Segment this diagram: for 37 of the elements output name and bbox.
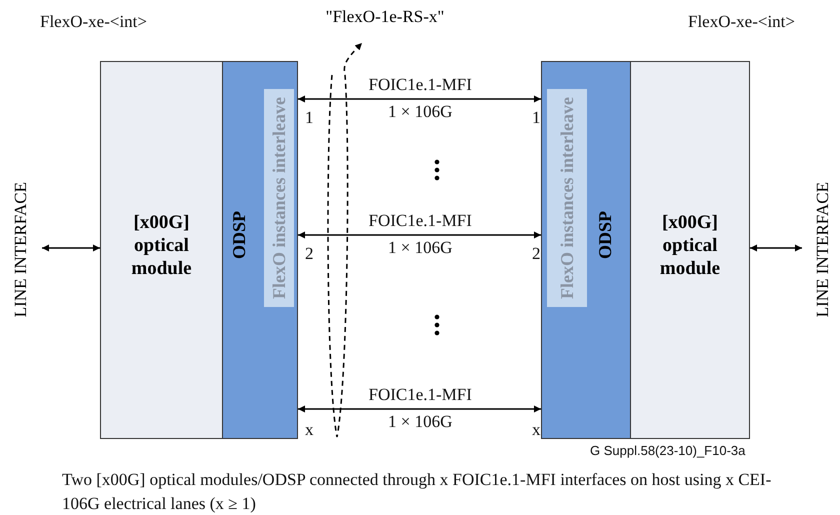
edge-label: FOIC1e.1-MFI [368, 75, 472, 95]
rate-label: 1 × 106G [388, 238, 452, 258]
figure-id: G Suppl.58(23-10)_F10-3a [590, 443, 746, 458]
arrow [42, 244, 100, 252]
lane-number: 2 [532, 244, 540, 264]
edge-label: FOIC1e.1-MFI [368, 211, 472, 231]
module-box [630, 61, 750, 439]
interleave-label: FlexO instances interleave [268, 97, 290, 299]
lane-number: 2 [305, 244, 314, 264]
lane-number: 1 [305, 108, 314, 128]
interface-type-label: FlexO-xe-<int> [40, 12, 147, 32]
odsp-block [541, 61, 631, 439]
lane-number: 1 [532, 108, 540, 128]
module-label: [x00G] optical module [658, 210, 722, 280]
interface-type-label: FlexO-xe-<int> [688, 12, 795, 32]
arrow [750, 244, 802, 252]
module-box [100, 61, 223, 439]
arrow [327, 42, 363, 438]
arrow [298, 406, 541, 412]
odsp-block [222, 61, 298, 439]
lane-number: x [305, 420, 314, 440]
edge-label: FOIC1e.1-MFI [368, 385, 472, 405]
odsp-label: ODSP [595, 210, 616, 259]
annotation-label: "FlexO-1e-RS-x" [326, 7, 444, 27]
interleave-strip [547, 89, 587, 307]
arrow [298, 96, 541, 102]
interleave-label: FlexO instances interleave [556, 97, 578, 299]
arrow [298, 232, 541, 238]
interface-label: LINE INTERFACE [813, 182, 833, 318]
lane-number: x [532, 420, 540, 440]
caption: Two [x00G] optical modules/ODSP connected through x FOIC1e.1-MFI interfaces on host using x CEI-106G electrical lanes (x ≥ 1) [62, 469, 772, 515]
interface-label: LINE INTERFACE [11, 182, 31, 318]
odsp-label: ODSP [229, 210, 250, 259]
rate-label: 1 × 106G [388, 412, 452, 432]
rate-label: 1 × 106G [388, 102, 452, 122]
interleave-strip [264, 89, 294, 307]
module-label: [x00G] optical module [130, 210, 193, 280]
